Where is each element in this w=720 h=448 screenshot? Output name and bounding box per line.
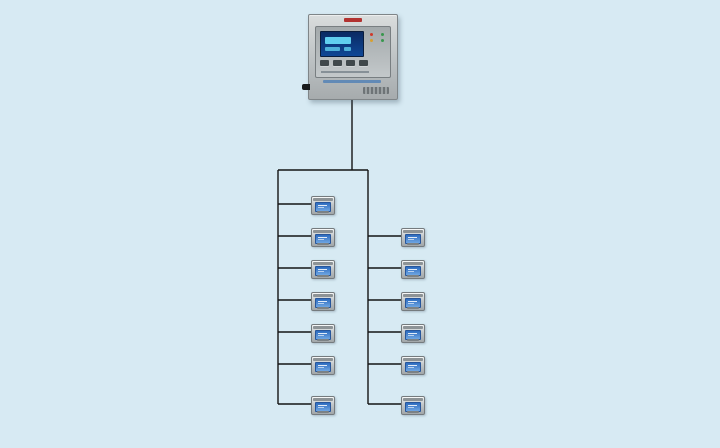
sensor-top-cap <box>403 262 423 265</box>
sensor-top-cap <box>313 230 333 233</box>
sensor-right-6 <box>401 396 425 415</box>
sensor-left-4 <box>311 292 335 311</box>
controller-unit <box>302 14 398 100</box>
panel-text-line <box>321 71 369 73</box>
cable-gland <box>302 84 310 90</box>
sensor-base <box>317 211 329 213</box>
panel-button <box>346 60 355 66</box>
sensor-base <box>407 307 419 309</box>
panel-button <box>359 60 368 66</box>
lcd-digit-segment <box>344 47 351 51</box>
sensor-top-cap <box>403 398 423 401</box>
vent-grille <box>363 87 389 94</box>
status-led <box>380 39 384 42</box>
sensor-left-1 <box>311 196 335 215</box>
sensor-base <box>407 371 419 373</box>
sensor-right-4 <box>401 324 425 343</box>
lcd-digit-segment <box>325 47 340 51</box>
sensor-base <box>407 411 419 413</box>
status-led <box>370 39 374 42</box>
sensor-right-5 <box>401 356 425 375</box>
sensor-top-cap <box>313 262 333 265</box>
sensor-top-cap <box>313 358 333 361</box>
brand-logo <box>344 18 362 22</box>
sensor-left-2 <box>311 228 335 247</box>
sensor-top-cap <box>313 294 333 297</box>
lcd-screen <box>320 31 364 57</box>
sensor-right-1 <box>401 228 425 247</box>
sensor-base <box>317 339 329 341</box>
sensor-left-3 <box>311 260 335 279</box>
model-text-line <box>323 80 381 83</box>
lcd-digit-segment <box>325 37 351 44</box>
sensor-base <box>317 307 329 309</box>
sensor-base <box>317 243 329 245</box>
status-leds <box>368 33 386 42</box>
sensor-top-cap <box>313 198 333 201</box>
sensor-left-6 <box>311 356 335 375</box>
status-led <box>370 33 374 36</box>
sensor-top-cap <box>403 358 423 361</box>
sensor-base <box>317 275 329 277</box>
status-led <box>380 33 384 36</box>
sensor-right-3 <box>401 292 425 311</box>
button-row <box>320 60 368 66</box>
controller-front-panel <box>315 26 391 78</box>
panel-button <box>320 60 329 66</box>
sensor-top-cap <box>403 326 423 329</box>
sensor-top-cap <box>313 398 333 401</box>
sensor-top-cap <box>403 294 423 297</box>
sensor-top-cap <box>403 230 423 233</box>
sensor-base <box>407 339 419 341</box>
sensor-left-7 <box>311 396 335 415</box>
sensor-base <box>407 243 419 245</box>
sensor-top-cap <box>313 326 333 329</box>
sensor-base <box>317 411 329 413</box>
sensor-base <box>407 275 419 277</box>
panel-button <box>333 60 342 66</box>
sensor-right-2 <box>401 260 425 279</box>
sensor-base <box>317 371 329 373</box>
sensor-left-5 <box>311 324 335 343</box>
